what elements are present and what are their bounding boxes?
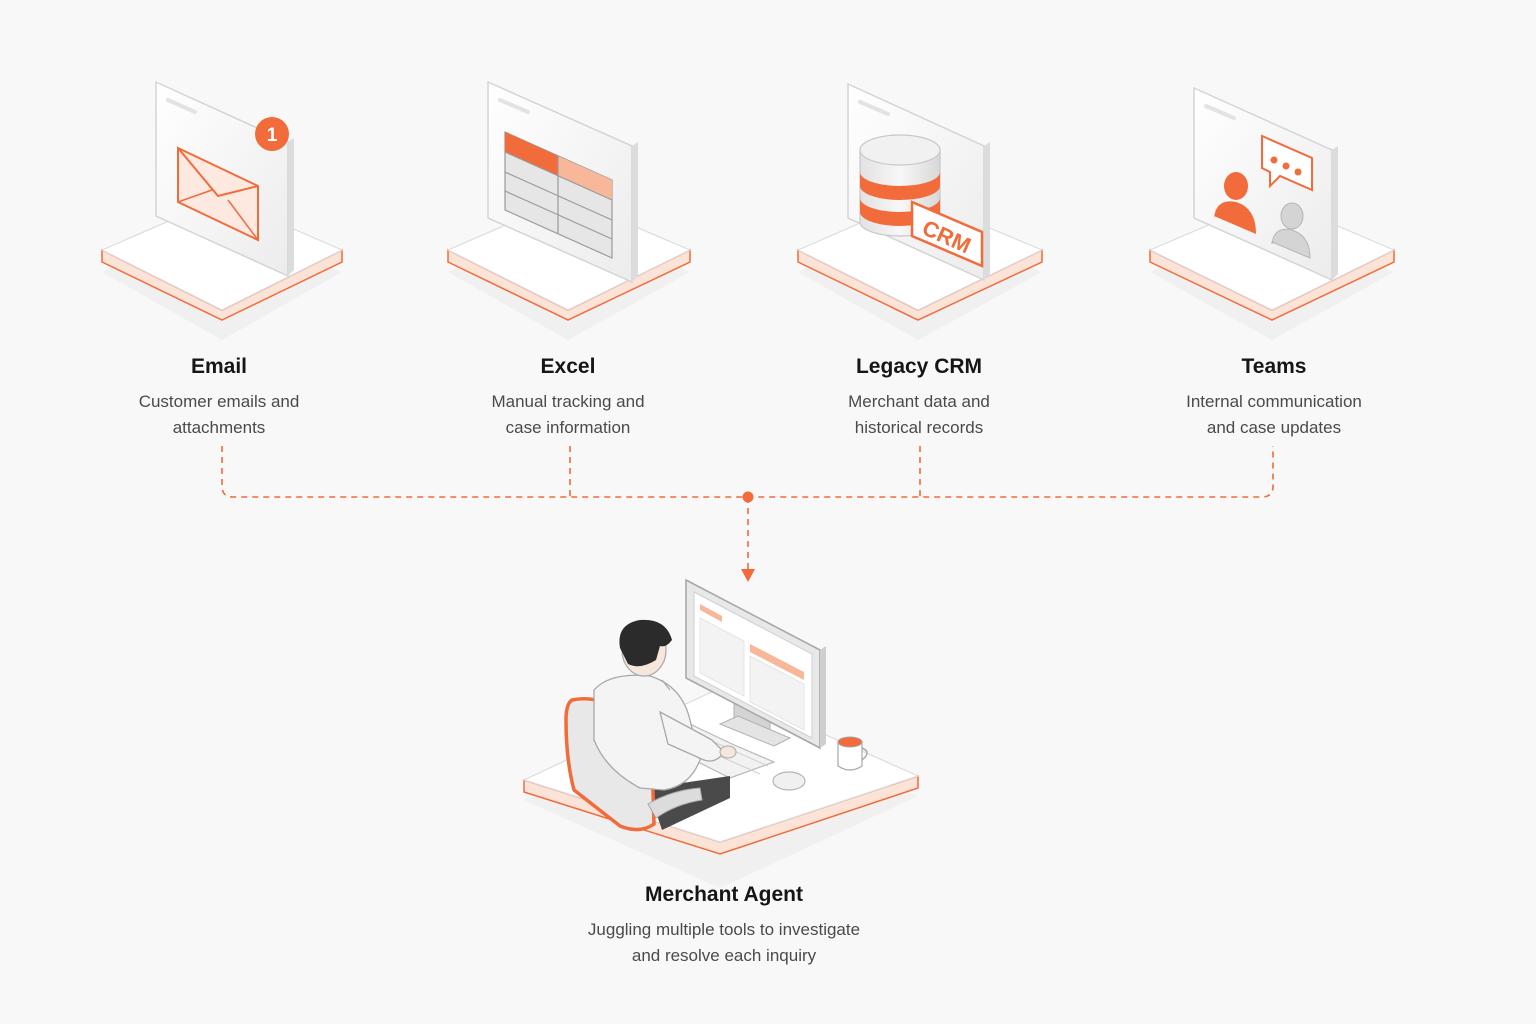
agent-desc-line-1: Juggling multiple tools to investigate <box>587 920 861 939</box>
crm-tile: CRM <box>796 82 1044 340</box>
envelope-icon <box>177 146 259 242</box>
email-desc-line-2: attachments <box>172 418 266 437</box>
agent-title: Merchant Agent <box>645 883 803 906</box>
excel-caption: Excel Manual tracking and case informati… <box>408 355 728 441</box>
agent-description: Juggling multiple tools to investigate a… <box>524 917 924 969</box>
crm-title: Legacy CRM <box>855 355 983 378</box>
excel-title: Excel <box>540 355 596 378</box>
teams-description: Internal communication and case updates <box>1114 389 1434 441</box>
agent-caption: Merchant Agent Juggling multiple tools t… <box>524 883 924 969</box>
person-grey-icon <box>1271 202 1311 259</box>
coffee-mug-icon <box>837 736 868 771</box>
agent-at-desk-icon <box>522 578 920 888</box>
arrow-head-icon <box>741 569 755 582</box>
junction-dot <box>742 491 754 503</box>
crm-caption: Legacy CRM Merchant data and historical … <box>759 355 1079 441</box>
person-icon <box>593 619 737 791</box>
email-badge-count: 1 <box>267 125 278 146</box>
email-desc-line-1: Customer emails and <box>138 392 300 411</box>
excel-tile <box>446 80 692 340</box>
teams-desc-line-1: Internal communication <box>1186 392 1362 411</box>
connector-bus <box>221 446 1274 498</box>
crm-description: Merchant data and historical records <box>759 389 1079 441</box>
connector-lines <box>221 446 1274 570</box>
chat-people-icon <box>1214 134 1313 259</box>
email-description: Customer emails and attachments <box>59 389 379 441</box>
teams-desc-line-2: and case updates <box>1206 418 1342 437</box>
crm-desc-line-2: historical records <box>854 418 984 437</box>
spreadsheet-icon <box>504 131 613 259</box>
excel-desc-line-1: Manual tracking and <box>491 392 645 411</box>
mouse-icon <box>772 771 806 791</box>
teams-title: Teams <box>1241 355 1307 378</box>
teams-caption: Teams Internal communication and case up… <box>1114 355 1434 441</box>
teams-tile <box>1148 86 1396 340</box>
email-title: Email <box>190 355 248 378</box>
monitor-icon <box>685 578 826 750</box>
crm-desc-line-1: Merchant data and <box>848 392 990 411</box>
agent-desc-line-2: and resolve each inquiry <box>631 946 817 965</box>
excel-desc-line-2: case information <box>505 418 631 437</box>
excel-description: Manual tracking and case information <box>408 389 728 441</box>
chat-bubble-icon <box>1261 134 1313 192</box>
notification-badge-icon: 1 <box>255 117 289 151</box>
email-tile: 1 <box>100 80 344 340</box>
email-caption: Email Customer emails and attachments <box>59 355 379 441</box>
person-orange-icon <box>1214 172 1256 234</box>
